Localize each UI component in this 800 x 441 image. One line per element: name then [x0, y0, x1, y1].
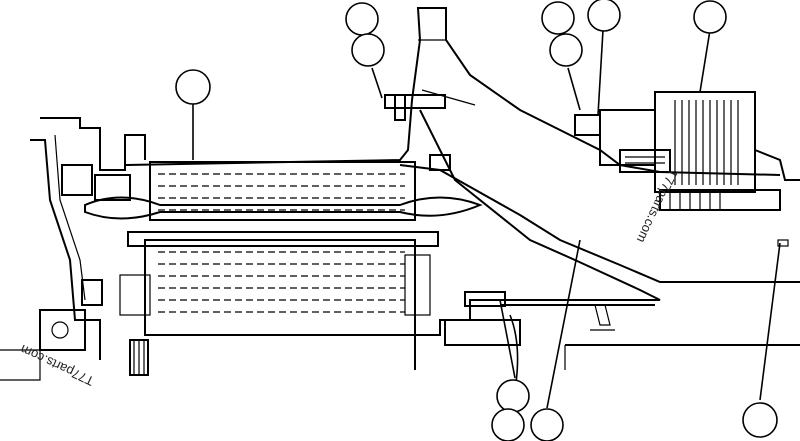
- callout-balloon: [175, 69, 211, 105]
- callout-balloons: [175, 0, 789, 441]
- callout-marker: [777, 239, 789, 247]
- left-flange-assembly: [0, 117, 149, 381]
- lower-shaft: [414, 291, 800, 370]
- callout-balloon: [491, 408, 525, 441]
- callout-balloon: [345, 2, 379, 36]
- callout-balloon: [351, 33, 385, 67]
- callout-balloon: [742, 402, 778, 438]
- callout-balloon: [549, 33, 583, 67]
- callout-balloon: [541, 1, 575, 35]
- watermark-right: T77parts.com: [634, 167, 681, 245]
- callout-balloon: [496, 379, 530, 413]
- clutch-pack: [574, 91, 800, 211]
- casing-outline: [124, 7, 800, 301]
- callout-balloon: [693, 0, 727, 34]
- callout-balloon: [587, 0, 621, 32]
- callout-balloon: [530, 408, 564, 441]
- rotor-core: [84, 161, 483, 336]
